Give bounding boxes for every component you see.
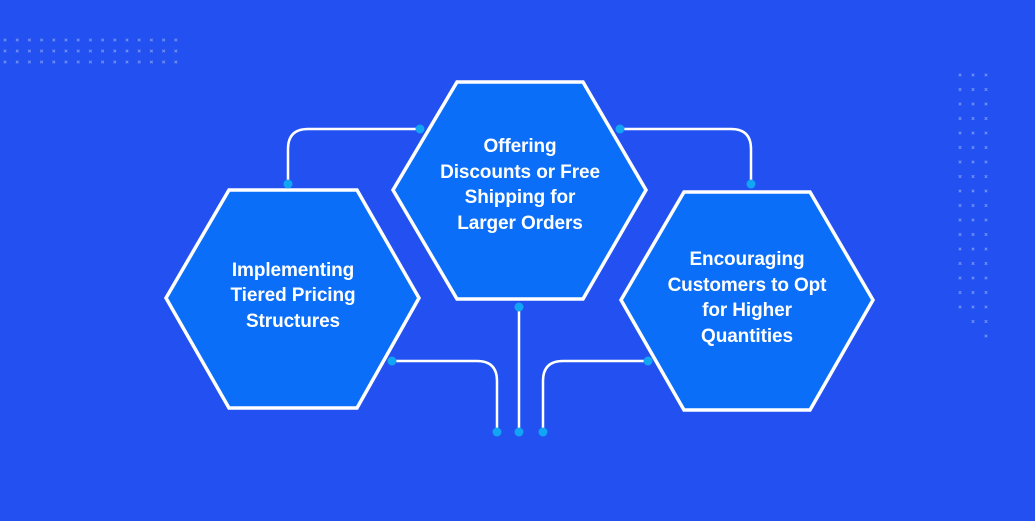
dot-center-right	[615, 124, 625, 134]
connectors	[286, 127, 753, 434]
connector-dots	[283, 124, 756, 437]
connector-center-to-left	[286, 127, 422, 186]
dot-right-side	[643, 356, 653, 366]
dot-hub-center	[514, 427, 524, 437]
node-label-right: Encouraging Customers to Opt for Higher …	[667, 249, 827, 347]
connector-right-to-hub	[541, 359, 650, 434]
hexagon-right	[618, 190, 876, 412]
hexagon-center	[390, 80, 649, 301]
dot-center-bottom	[514, 302, 524, 312]
connector-center-to-right	[618, 127, 753, 186]
dot-right-top	[746, 179, 756, 189]
node-label-left: Implementing Tiered Pricing Structures	[230, 259, 356, 332]
dot-hub-right	[538, 427, 548, 437]
dot-left-side	[387, 356, 397, 366]
hexagon-left	[163, 188, 422, 410]
dot-left-top	[283, 179, 293, 189]
dot-center-left	[415, 124, 425, 134]
dot-grid-top-left	[3, 38, 178, 64]
dot-hub-left	[492, 427, 502, 437]
node-label-center: Offering Discounts or Free Shipping for …	[440, 136, 600, 234]
dot-grid-right	[958, 73, 988, 338]
connector-left-to-hub	[390, 359, 499, 434]
